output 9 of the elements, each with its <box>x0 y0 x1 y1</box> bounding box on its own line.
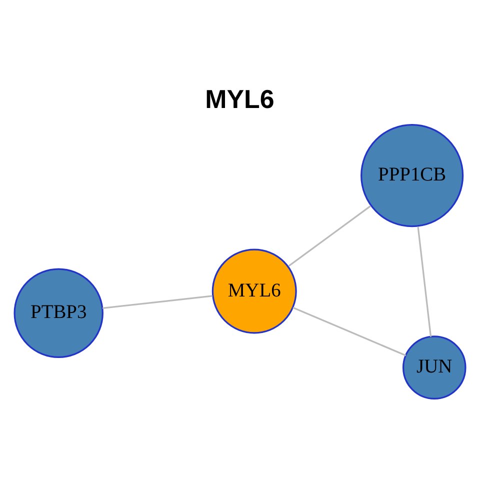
node-circle: MYL6 <box>212 248 297 334</box>
node-circle: JUN <box>402 335 466 399</box>
node-circle: PPP1CB <box>360 124 464 227</box>
connector <box>102 294 212 309</box>
connector <box>292 306 406 356</box>
connector <box>417 226 432 336</box>
connector <box>288 204 372 266</box>
diagram-title: MYL6 <box>205 86 274 114</box>
node-circle: PTBP3 <box>14 268 104 358</box>
